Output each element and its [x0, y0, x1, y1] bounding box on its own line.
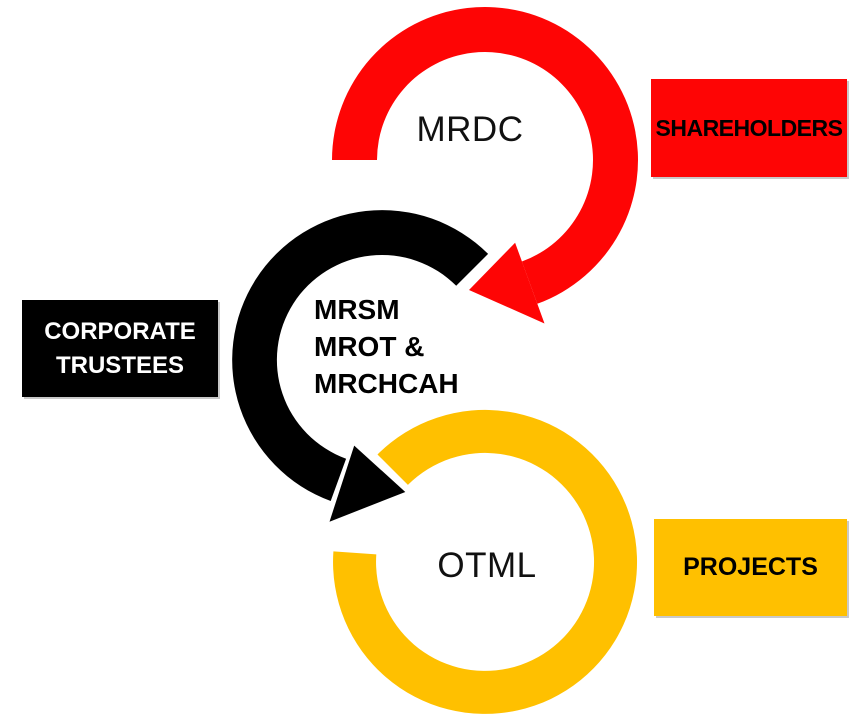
red-arrow-head-icon — [469, 242, 545, 324]
otml-label: OTML — [437, 546, 537, 585]
projects-box: PROJECTS — [654, 519, 847, 616]
black-circular-arrow — [232, 210, 489, 522]
corporate-trustees-label-line1: CORPORATE — [44, 317, 196, 345]
shareholders-box: SHAREHOLDERS — [651, 79, 847, 177]
black-ring — [232, 210, 489, 501]
trustees-label-line1: MRSM — [314, 294, 400, 325]
red-circular-arrow — [332, 7, 638, 324]
corporate-trustees-label-line2: TRUSTEES — [55, 351, 184, 379]
trustees-label-line2: MROT & — [314, 331, 425, 362]
shareholders-box-label: SHAREHOLDERS — [655, 114, 843, 141]
trustees-label-line3: MRCHCAH — [314, 368, 459, 399]
corporate-trustees-box: CORPORATE TRUSTEES — [22, 300, 218, 397]
mrdc-label: MRDC — [416, 110, 524, 149]
trustees-label: MRSM MROT & MRCHCAH — [314, 291, 459, 402]
red-ring — [332, 7, 638, 304]
black-arrow-head-icon — [329, 445, 406, 522]
projects-box-label: PROJECTS — [683, 553, 818, 581]
corporate-trustees-box-label: CORPORATE TRUSTEES — [44, 315, 196, 383]
